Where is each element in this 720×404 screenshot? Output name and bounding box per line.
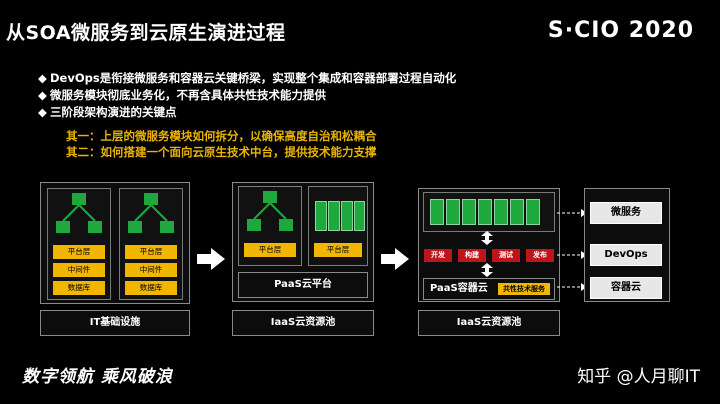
bullet-item: ◆三阶段架构演进的关键点: [38, 105, 177, 119]
event-logo: S·CIO 2020: [547, 18, 694, 43]
pipeline-step-release: 发布: [526, 249, 554, 262]
module-bar: [478, 199, 492, 225]
it-infrastructure: IT基础设施: [40, 310, 190, 336]
page-title: 从SOA微服务到云原生演进过程: [6, 22, 286, 44]
bullet-item: ◆微服务模块彻底业务化，不再含具体共性技术能力提供: [38, 88, 326, 102]
dashed-connectors: [557, 209, 587, 291]
up-down-arrow-icon: [481, 231, 493, 245]
layer-platform: 平台层: [244, 243, 296, 257]
up-down-arrow-icon: [481, 263, 493, 277]
module-bar: [494, 199, 508, 225]
iaas-resource-pool: IaaS云资源池: [418, 310, 560, 336]
stage1-service-panel: 平台层 中间件 数据库: [47, 188, 111, 300]
layer-database: 数据库: [53, 281, 105, 295]
service-tree-icon: [247, 191, 293, 231]
stage2-service-panel: 平台层: [238, 186, 302, 266]
microservice-module-panel: [423, 192, 555, 232]
module-bar: [526, 199, 540, 225]
label-container-cloud: 容器云: [590, 277, 662, 299]
right-arrow-icon: [197, 248, 225, 270]
paas-cloud-platform: PaaS云平台: [238, 272, 368, 298]
pipeline-step-build: 构建: [458, 249, 486, 262]
layer-middleware: 中间件: [53, 263, 105, 277]
right-arrow-icon: [381, 248, 409, 270]
paas-container-cloud: PaaS容器云 共性技术服务: [423, 278, 555, 300]
module-bar: [315, 201, 327, 231]
layer-database: 数据库: [125, 281, 177, 295]
diamond-icon: ◆: [38, 105, 47, 119]
diamond-icon: ◆: [38, 71, 47, 85]
key-point: 其二：如何搭建一个面向云原生技术中台，提供技术能力支撑: [66, 145, 377, 159]
label-devops: DevOps: [590, 244, 662, 266]
module-bar: [510, 199, 524, 225]
module-bar: [462, 199, 476, 225]
slogan: 数字领航 乘风破浪: [22, 367, 173, 387]
pipeline-step-test: 测试: [492, 249, 520, 262]
module-bar: [328, 201, 340, 231]
bullet-list: ◆DevOps是衔接微服务和容器云关键桥梁，实现整个集成和容器部署过程自动化 ◆…: [38, 70, 456, 121]
module-bar: [354, 201, 365, 231]
key-points: 其一：上层的微服务模块如何拆分，以确保高度自治和松耦合 其二：如何搭建一个面向云…: [66, 128, 377, 160]
module-bar: [446, 199, 460, 225]
layer-platform: 平台层: [53, 245, 105, 259]
layer-platform: 平台层: [125, 245, 177, 259]
bullet-item: ◆DevOps是衔接微服务和容器云关键桥梁，实现整个集成和容器部署过程自动化: [38, 71, 457, 85]
shared-tech-services: 共性技术服务: [498, 283, 550, 295]
module-bar: [341, 201, 353, 231]
stage2-module-panel: 平台层: [308, 186, 368, 266]
author-watermark: 知乎 @人月聊IT: [577, 367, 700, 387]
label-microservice: 微服务: [590, 202, 662, 224]
key-point: 其一：上层的微服务模块如何拆分，以确保高度自治和松耦合: [66, 129, 377, 143]
module-bar: [430, 199, 444, 225]
service-tree-icon: [56, 193, 102, 233]
layer-middleware: 中间件: [125, 263, 177, 277]
iaas-resource-pool: IaaS云资源池: [232, 310, 374, 336]
diamond-icon: ◆: [38, 88, 47, 102]
service-tree-icon: [128, 193, 174, 233]
layer-platform: 平台层: [314, 243, 362, 257]
stage1-service-panel: 平台层 中间件 数据库: [119, 188, 183, 300]
pipeline-step-dev: 开发: [424, 249, 452, 262]
